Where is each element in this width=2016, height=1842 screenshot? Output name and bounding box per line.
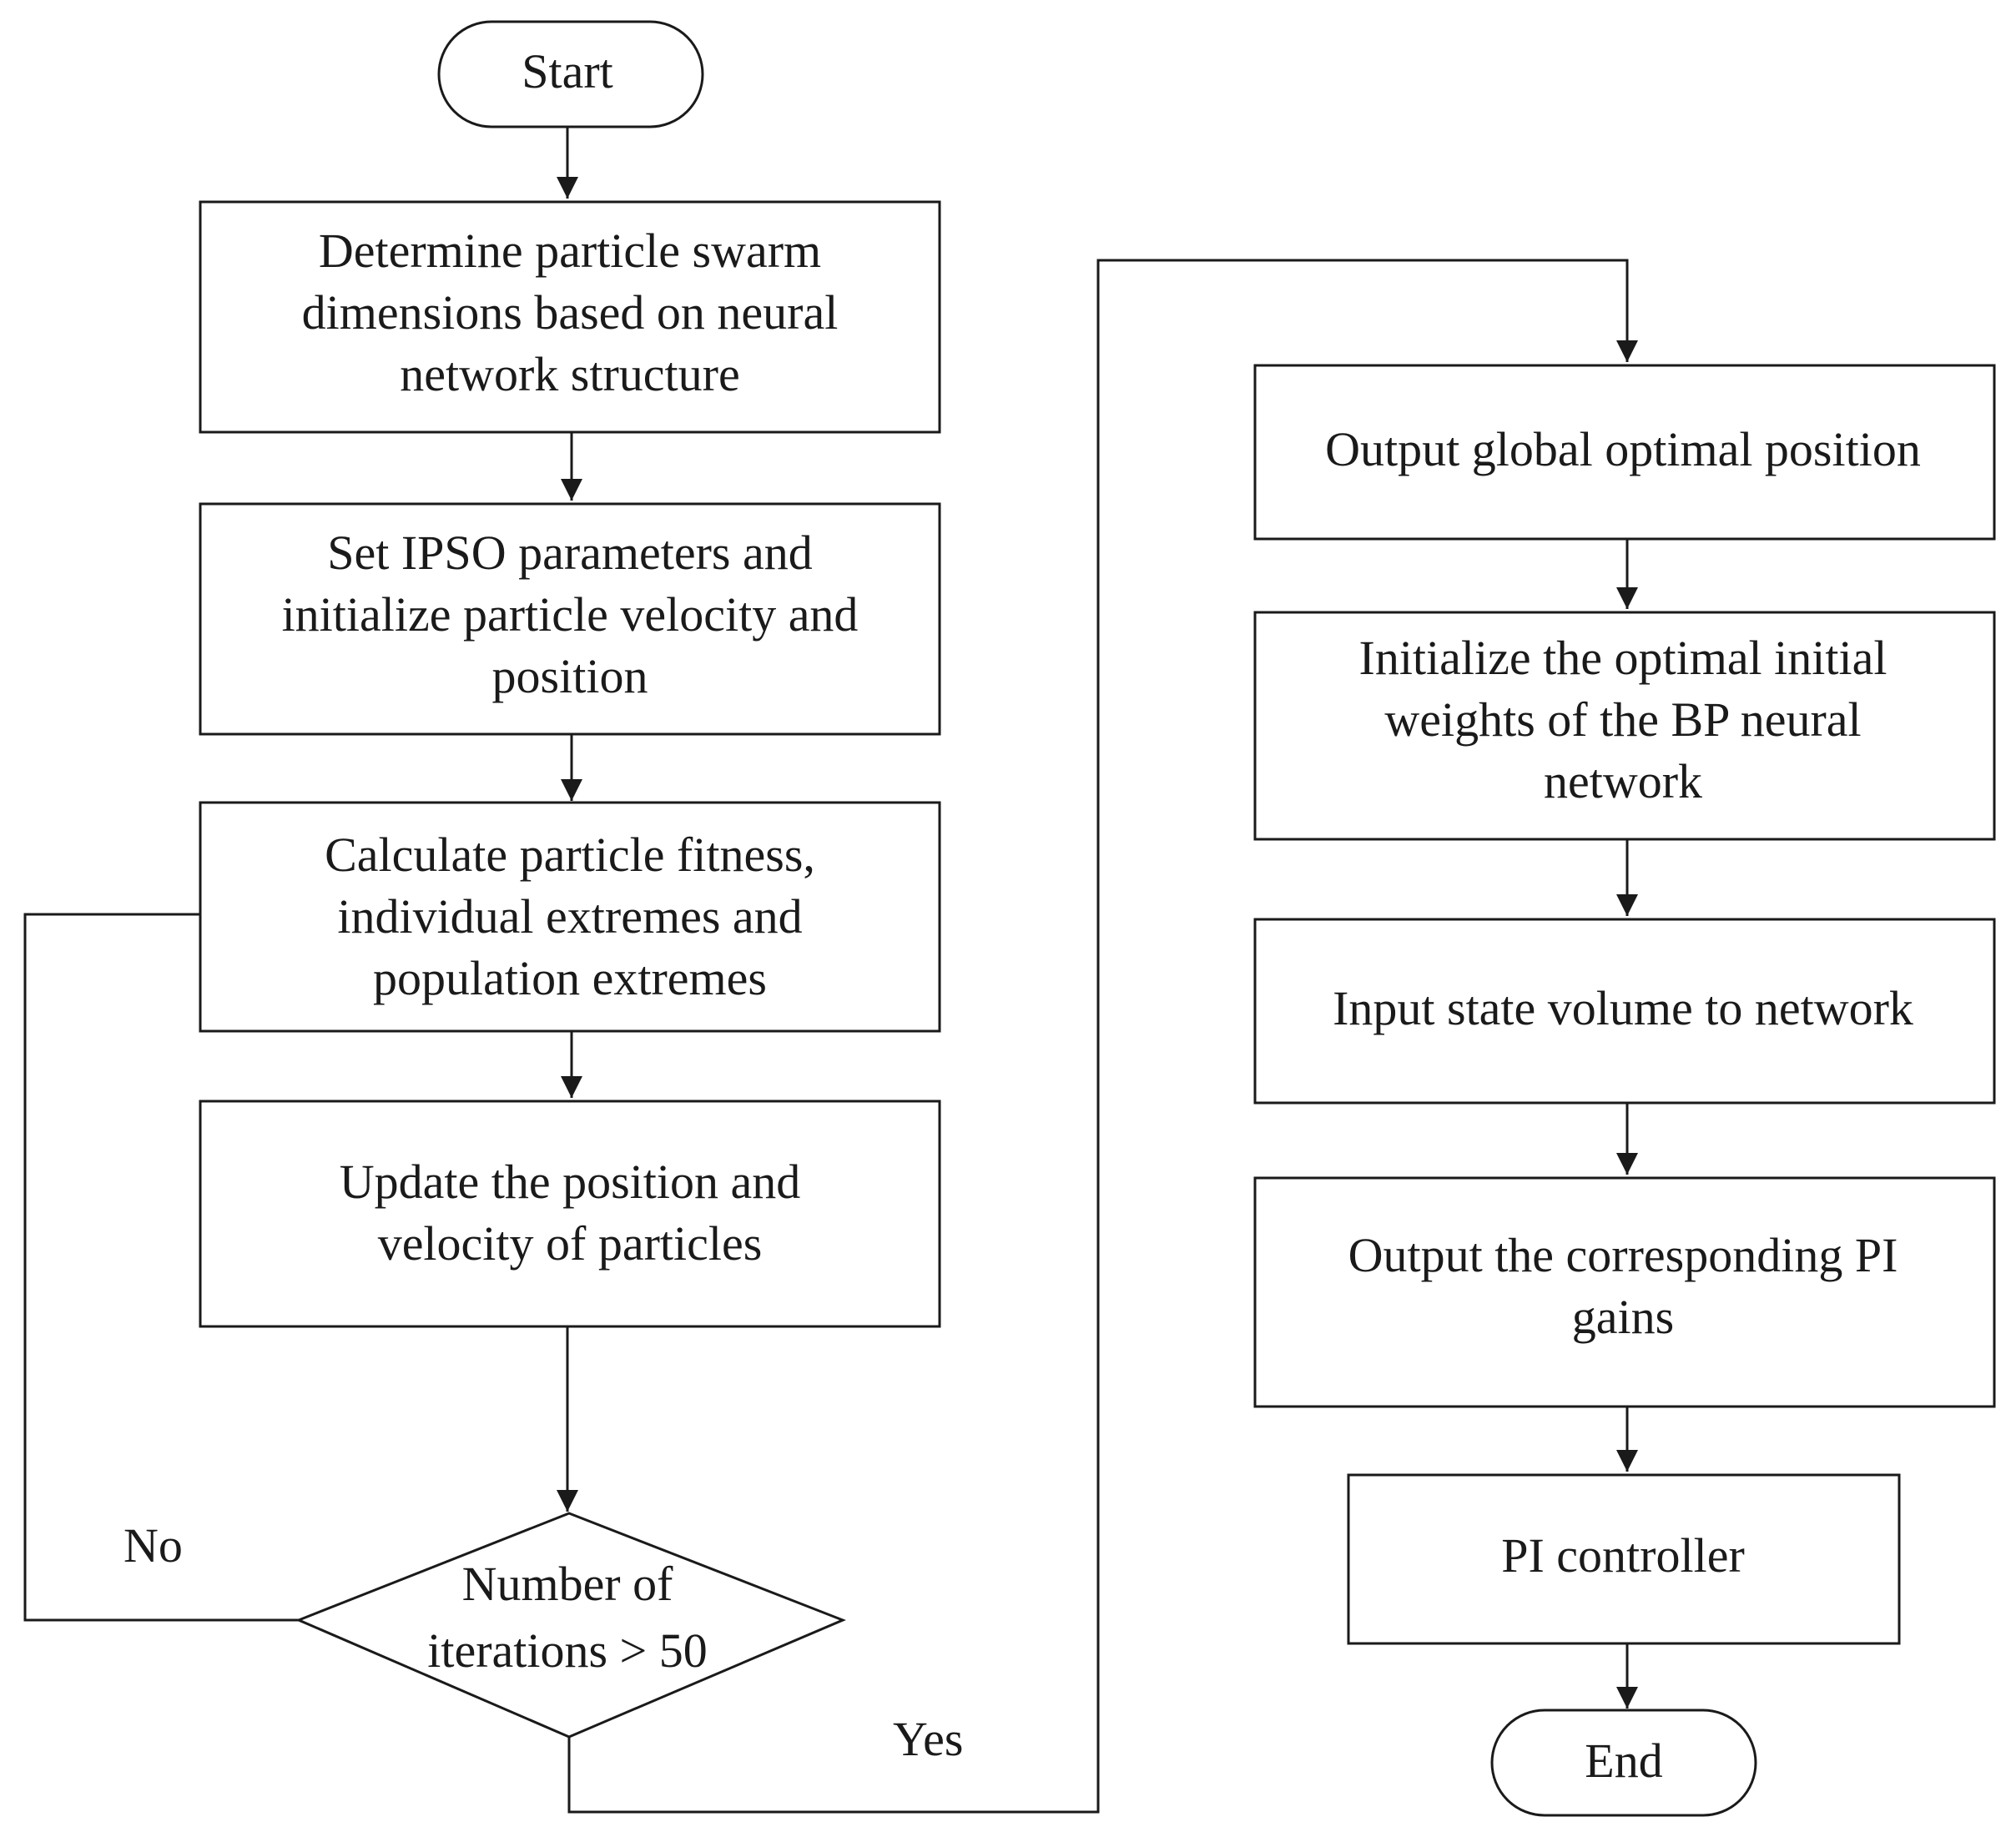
determine-dimensions-line-3: network structure bbox=[400, 347, 739, 401]
initialize-weights-box: Initialize the optimal initial weights o… bbox=[1253, 611, 1996, 841]
set-parameters-box: Set IPSO parameters and initialize parti… bbox=[199, 502, 941, 736]
path-yes-to-output bbox=[567, 259, 1638, 1814]
output-global-line-1: Output global optimal position bbox=[1325, 422, 1921, 476]
set-parameters-line-3: position bbox=[492, 649, 648, 703]
calculate-fitness-line-3: population extremes bbox=[373, 951, 767, 1005]
output-gains-line-2: gains bbox=[1572, 1290, 1674, 1344]
end-terminal: End bbox=[1490, 1709, 1757, 1817]
start-label: Start bbox=[522, 44, 613, 98]
initialize-weights-line-1: Initialize the optimal initial bbox=[1359, 631, 1887, 685]
output-global-box: Output global optimal position bbox=[1253, 364, 1996, 541]
yes-label: Yes bbox=[893, 1712, 963, 1766]
decision-line-2: iterations > 50 bbox=[427, 1623, 708, 1678]
update-position-box: Update the position and velocity of part… bbox=[199, 1100, 941, 1328]
set-parameters-line-2: initialize particle velocity and bbox=[282, 587, 859, 642]
pi-controller-label: PI controller bbox=[1501, 1528, 1745, 1583]
iterations-decision: Number of iterations > 50 bbox=[295, 1512, 846, 1739]
update-position-line-1: Update the position and bbox=[340, 1155, 801, 1209]
no-label: No bbox=[123, 1518, 183, 1573]
update-position-line-2: velocity of particles bbox=[378, 1216, 763, 1271]
input-state-box: Input state volume to network bbox=[1253, 918, 1996, 1105]
loop-no-to-calculate bbox=[23, 913, 299, 1622]
pi-controller-box: PI controller bbox=[1347, 1473, 1901, 1645]
determine-dimensions-line-1: Determine particle swarm bbox=[319, 224, 821, 278]
calculate-fitness-line-2: individual extremes and bbox=[337, 889, 802, 944]
decision-line-1: Number of bbox=[462, 1557, 674, 1611]
start-terminal: Start bbox=[437, 20, 704, 128]
determine-dimensions-line-2: dimensions based on neural bbox=[302, 285, 839, 340]
initialize-weights-line-2: weights of the BP neural bbox=[1384, 692, 1861, 747]
end-label: End bbox=[1585, 1734, 1662, 1788]
calculate-fitness-line-1: Calculate particle fitness, bbox=[325, 828, 815, 882]
calculate-fitness-box: Calculate particle fitness, individual e… bbox=[199, 801, 941, 1033]
initialize-weights-line-3: network bbox=[1544, 754, 1702, 808]
input-state-line-1: Input state volume to network bbox=[1333, 981, 1913, 1035]
output-gains-box: Output the corresponding PI gains bbox=[1253, 1176, 1996, 1408]
connectors bbox=[23, 127, 1638, 1814]
output-gains-line-1: Output the corresponding PI bbox=[1348, 1228, 1898, 1282]
determine-dimensions-box: Determine particle swarm dimensions base… bbox=[199, 200, 941, 434]
set-parameters-line-1: Set IPSO parameters and bbox=[327, 526, 812, 580]
